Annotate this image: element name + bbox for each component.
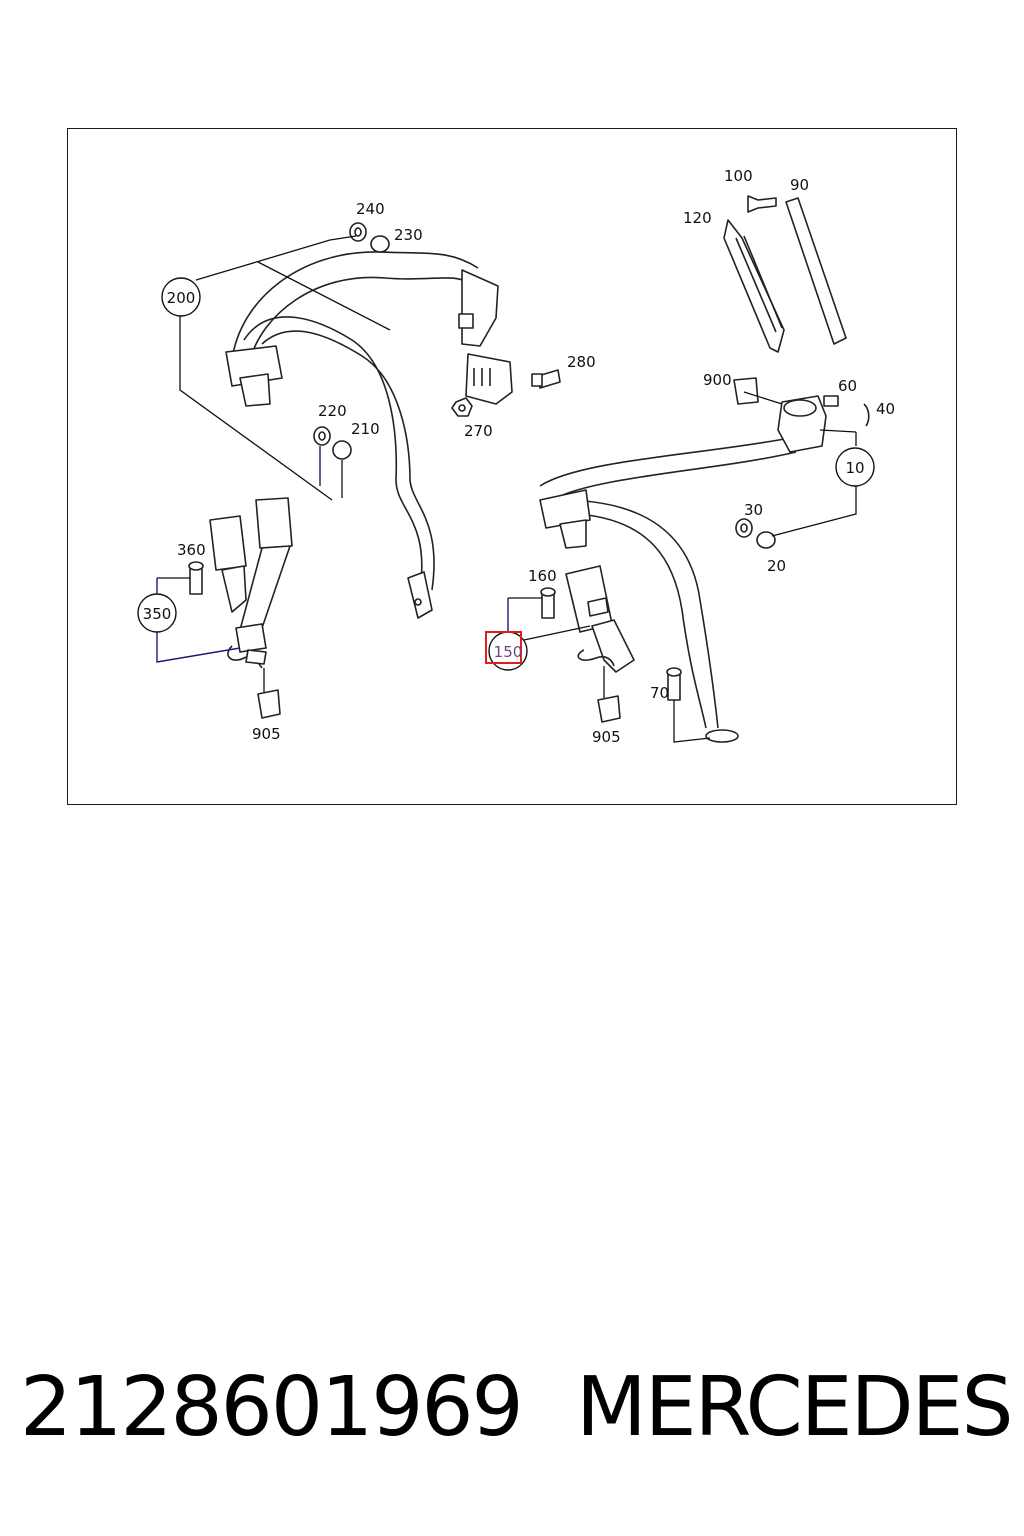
callout-circles: [137, 277, 875, 671]
callout-270: 270: [464, 422, 493, 440]
callout-240: 240: [356, 200, 385, 218]
callout-labels: 240 230 200 280 270 220 210 360 350 905 …: [143, 167, 895, 746]
rear-right-buckle: [540, 565, 635, 723]
callout-100: 100: [724, 167, 753, 185]
callout-150: 150: [494, 643, 523, 661]
callout-160: 160: [528, 567, 557, 585]
callout-360: 360: [177, 541, 206, 559]
callout-900: 900: [703, 371, 732, 389]
highlight-box-150: [485, 631, 522, 664]
callout-230: 230: [394, 226, 423, 244]
rear-left-belt-assembly: [225, 222, 561, 619]
rear-right-belt-assembly: [539, 377, 870, 743]
rear-left-double-buckle: [188, 497, 293, 719]
callout-90: 90: [790, 176, 809, 194]
brand-name: MERCEDES: [576, 1360, 1014, 1455]
upper-guide-parts: [723, 195, 847, 353]
callout-210: 210: [351, 420, 380, 438]
callout-220: 220: [318, 402, 347, 420]
footer-caption: 2128601969 MERCEDES: [0, 1360, 1024, 1480]
callout-40: 40: [876, 400, 895, 418]
callout-20: 20: [767, 557, 786, 575]
callout-200: 200: [167, 289, 196, 307]
callout-10: 10: [845, 459, 864, 477]
callout-905-right: 905: [592, 728, 621, 746]
callout-60: 60: [838, 377, 857, 395]
callout-350: 350: [143, 605, 172, 623]
callout-70: 70: [650, 684, 669, 702]
callout-280: 280: [567, 353, 596, 371]
callout-120: 120: [683, 209, 712, 227]
part-number: 2128601969: [20, 1360, 524, 1455]
leader-lines: [156, 235, 857, 743]
callout-30: 30: [744, 501, 763, 519]
callout-905-left: 905: [252, 725, 281, 743]
